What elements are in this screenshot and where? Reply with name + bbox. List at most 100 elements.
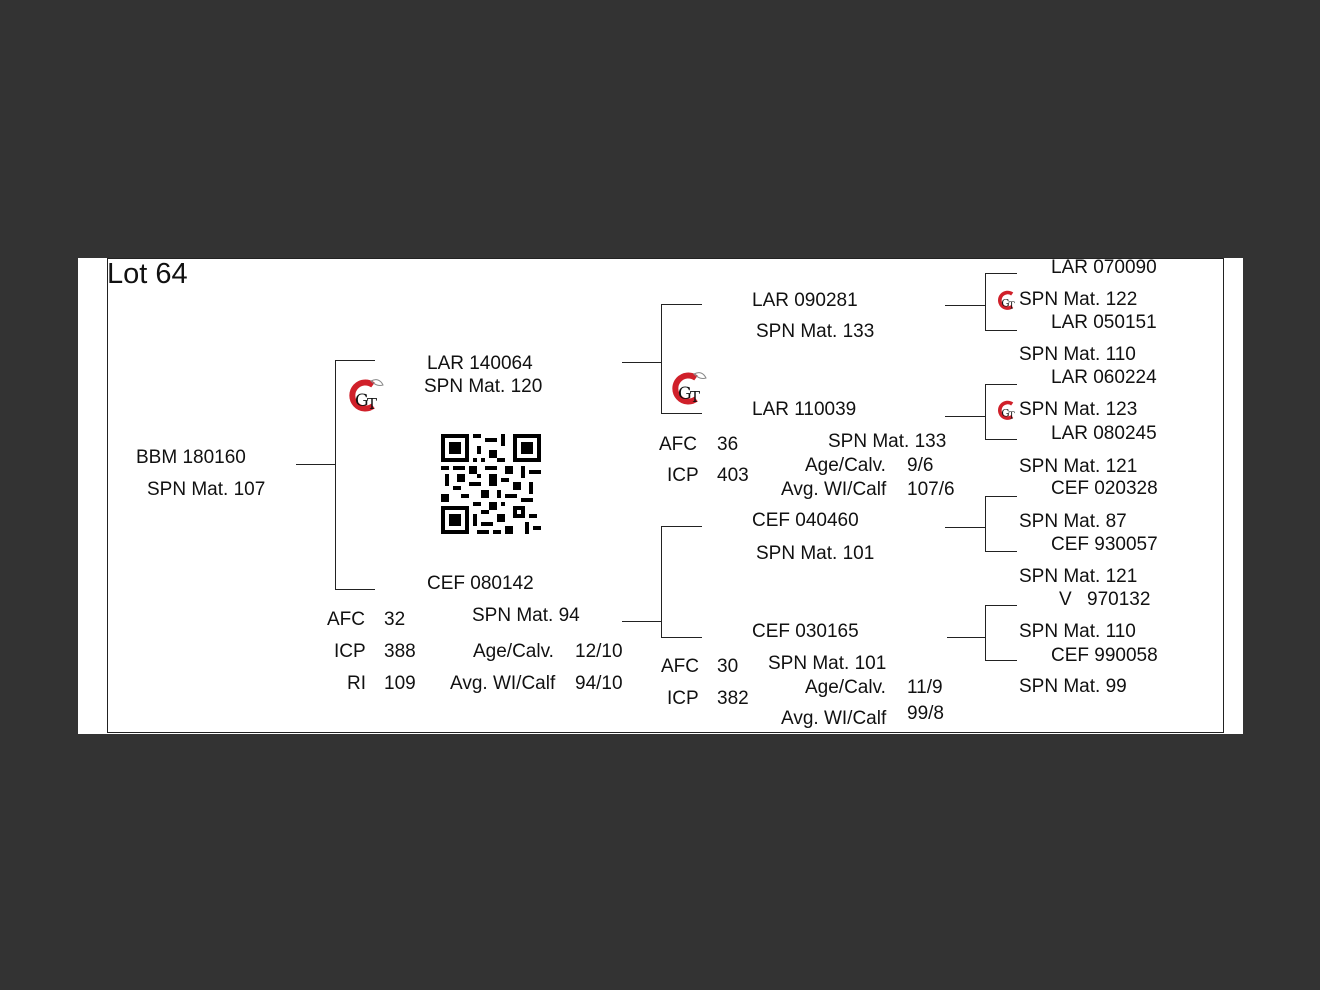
sd-afc-label: AFC [659,434,697,455]
sd-icp-label: ICP [667,465,699,486]
svg-text:T: T [690,388,700,406]
connector-line [335,360,336,590]
dsd-id: CEF 930057 [1051,534,1158,555]
connector-line [947,637,986,638]
connector-line [335,589,375,590]
dd-spn: SPN Mat. 101 [768,653,887,674]
connector-line [661,526,662,638]
pedigree-sheet [78,258,1243,734]
sdd-spn: SPN Mat. 121 [1019,456,1138,477]
connector-line [622,362,662,363]
svg-text:G: G [1001,299,1009,310]
gt-logo-icon: G T [998,290,1015,311]
svg-text:T: T [367,395,377,413]
dam-avgwi-label: Avg. WI/Calf [450,673,556,694]
connector-line [985,605,1017,606]
dam-avgwi-value: 94/10 [575,673,623,694]
dd-avgwi-label: Avg. WI/Calf [781,708,887,729]
svg-text:G: G [355,391,369,411]
connector-line [945,527,986,528]
lot-title: Lot 64 [107,258,188,290]
dam-id: CEF 080142 [427,573,534,594]
dam-spn: SPN Mat. 94 [472,605,580,626]
dd-icp-value: 382 [717,688,749,709]
connector-line [661,413,702,414]
connector-line [985,330,1017,331]
sdd-id: LAR 080245 [1051,423,1157,444]
ddd-id: CEF 990058 [1051,645,1158,666]
connector-line [985,551,1017,552]
connector-line [985,273,986,330]
ds-spn: SPN Mat. 101 [756,543,875,564]
svg-text:T: T [1009,411,1015,421]
ss-spn: SPN Mat. 133 [756,321,875,342]
dd-afc-label: AFC [661,656,699,677]
ssd-spn: SPN Mat. 110 [1019,344,1136,365]
dd-icp-label: ICP [667,688,699,709]
svg-text:G: G [678,384,692,404]
sd-afc-value: 36 [717,434,739,455]
pedigree-frame [107,258,1224,733]
connector-line [661,304,662,414]
gt-logo-icon: G T [998,400,1015,421]
dam-icp-value: 388 [384,641,416,662]
dsd-spn: SPN Mat. 121 [1019,566,1138,587]
subject-spn: SPN Mat. 107 [147,479,266,500]
dss-id: CEF 020328 [1051,478,1158,499]
connector-line [661,304,702,305]
sds-id: LAR 060224 [1051,367,1157,388]
connector-line [335,360,375,361]
dam-icp-label: ICP [334,641,366,662]
connector-line [985,384,986,440]
gt-logo-icon: G T [349,379,384,413]
dd-avgwi-value: 99/8 [907,703,944,724]
dam-agecalv-label: Age/Calv. [473,641,554,662]
sss-spn: SPN Mat. 122 [1019,289,1138,310]
connector-line [985,660,1017,661]
sd-avgwi-label: Avg. WI/Calf [781,479,887,500]
connector-line [985,605,986,661]
ddd-spn: SPN Mat. 99 [1019,676,1127,697]
connector-line [985,273,1017,274]
ds-id: CEF 040460 [752,510,859,531]
svg-text:T: T [1009,301,1015,311]
connector-line [985,496,1017,497]
svg-text:G: G [1001,409,1009,420]
dam-ri-label: RI [347,673,366,694]
connector-line [985,439,1017,440]
dam-afc-label: AFC [327,609,365,630]
connector-line [296,464,336,465]
sire-id: LAR 140064 [427,353,533,374]
sds-spn: SPN Mat. 123 [1019,399,1138,420]
ss-id: LAR 090281 [752,290,858,311]
dd-id: CEF 030165 [752,621,859,642]
sd-avgwi-value: 107/6 [907,479,955,500]
ssd-id: LAR 050151 [1051,312,1157,333]
sd-agecalv-label: Age/Calv. [805,455,886,476]
dss-spn: SPN Mat. 87 [1019,511,1127,532]
dam-ri-value: 109 [384,673,416,694]
sss-id: LAR 070090 [1051,257,1157,278]
gt-logo-icon: G T [672,372,707,406]
dd-agecalv-value: 11/9 [907,677,943,698]
dam-afc-value: 32 [384,609,406,630]
dds-spn: SPN Mat. 110 [1019,621,1136,642]
dd-afc-value: 30 [717,656,739,677]
connector-line [985,496,986,552]
connector-line [945,305,986,306]
sire-spn: SPN Mat. 120 [424,376,543,397]
sd-id: LAR 110039 [752,399,857,420]
subject-id: BBM 180160 [136,447,246,468]
connector-line [622,621,662,622]
sd-icp-value: 403 [717,465,749,486]
connector-line [945,416,986,417]
connector-line [661,526,702,527]
connector-line [661,637,702,638]
connector-line [985,384,1017,385]
sd-spn: SPN Mat. 133 [828,431,947,452]
dam-agecalv-value: 12/10 [575,641,623,662]
qr-code-icon [441,434,541,534]
dds-id-prefix: V [1059,589,1072,610]
sd-agecalv-value: 9/6 [907,455,934,476]
dds-id: 970132 [1087,589,1151,610]
